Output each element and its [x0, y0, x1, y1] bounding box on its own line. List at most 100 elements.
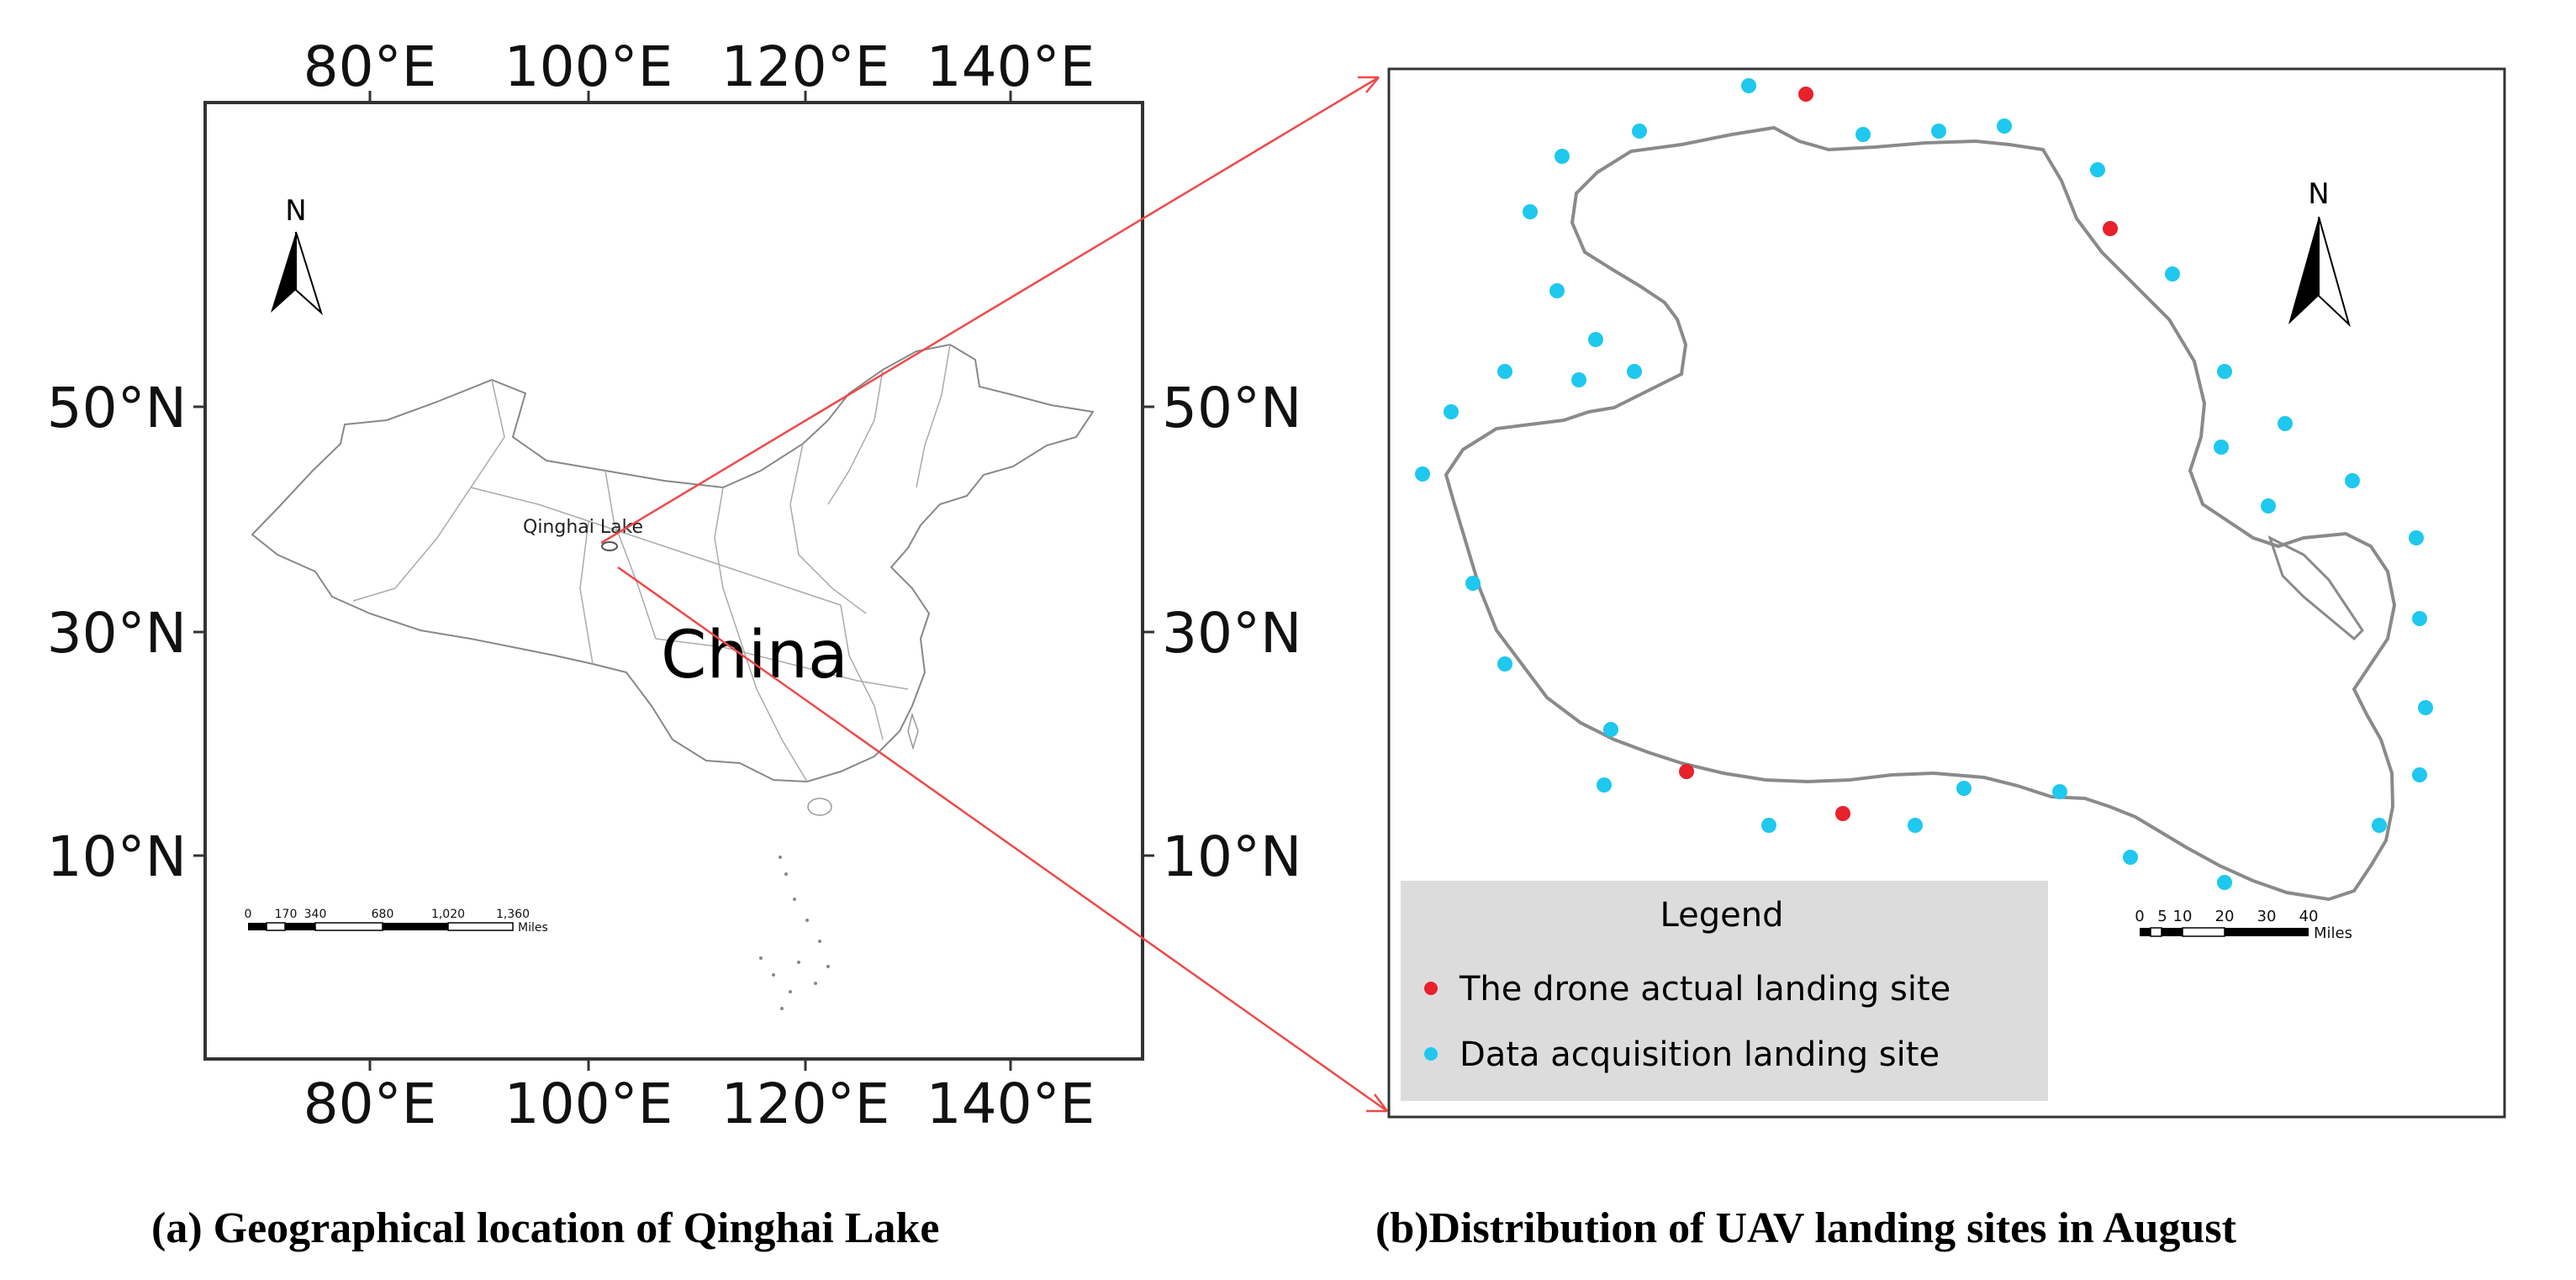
data-acquisition-landing-site — [1415, 466, 1430, 482]
scale-tick-label: 170 — [275, 908, 298, 921]
scale-bar-a: 0 170 340 680 1,020 1,360 Miles — [245, 908, 548, 935]
data-acquisition-landing-site — [1588, 332, 1603, 347]
legend-item-data: Data acquisition landing site — [1460, 1035, 1940, 1074]
data-acquisition-landing-site — [1444, 404, 1459, 419]
top-lon-label-140: 140°E — [926, 34, 1095, 99]
data-acquisition-landing-site — [2214, 440, 2229, 455]
data-acquisition-landing-site — [1956, 781, 1972, 796]
data-acquisition-landing-site — [1627, 364, 1642, 379]
north-label-a: N — [285, 194, 306, 228]
data-acquisition-landing-site — [2261, 498, 2276, 514]
data-acquisition-landing-site — [2278, 416, 2293, 431]
right-lat-label-10: 10°N — [1162, 824, 1301, 889]
drone-landing-site — [1835, 806, 1850, 821]
left-lat-label-30: 30°N — [47, 601, 187, 666]
legend-background — [1401, 881, 2048, 1101]
scale-tick-label: 10 — [2173, 908, 2193, 925]
scale-tick-label: 30 — [2257, 908, 2277, 925]
panel-a-map: 80°E 100°E 120°E 140°E 50°N 30°N 10°N 50… — [47, 34, 1302, 1252]
data-acquisition-landing-site — [1523, 204, 1538, 219]
scale-tick-label: 680 — [372, 908, 394, 921]
data-acquisition-landing-site — [1497, 656, 1512, 672]
zoom-connectors — [600, 76, 1388, 1113]
scale-tick-label: 1,020 — [431, 908, 465, 921]
bottom-lon-label-100: 100°E — [504, 1072, 673, 1136]
panel-b-map: N Legend The drone actual landing site D… — [1375, 67, 2506, 1252]
north-arrow-a: N — [271, 194, 324, 316]
legend-title: Legend — [1660, 896, 1784, 935]
data-acquisition-landing-site — [1597, 777, 1612, 793]
scale-tick-label: 0 — [245, 908, 252, 921]
north-arrow-right-half — [295, 231, 324, 316]
bottom-lon-label-140: 140°E — [926, 1072, 1095, 1136]
scale-tick-label: 40 — [2299, 908, 2319, 925]
china-outline — [251, 343, 1095, 783]
qinghai-lake-label: Qinghai Lake — [523, 517, 643, 538]
lake-shoreline — [1444, 125, 2397, 902]
panel-a-frame — [203, 101, 1144, 1061]
scale-bar-b: 0 5 10 20 30 40 Miles — [2135, 908, 2352, 942]
scale-tick-label: 1,360 — [496, 908, 530, 921]
data-acquisition-landing-site — [1465, 576, 1481, 591]
legend-item-drone: The drone actual landing site — [1459, 970, 1950, 1009]
top-lon-label-80: 80°E — [304, 34, 437, 99]
data-acquisition-landing-site — [1603, 722, 1618, 737]
north-arrow-left-half — [271, 232, 296, 313]
south-china-sea-islands — [759, 856, 830, 1010]
qinghai-lake-marker — [601, 541, 618, 551]
data-acquisition-landing-site — [2372, 818, 2387, 833]
top-lon-label-120: 120°E — [721, 34, 890, 99]
landing-sites — [1415, 78, 2433, 890]
legend-marker-data — [1424, 1047, 1438, 1061]
data-acquisition-landing-site — [1908, 818, 1923, 833]
province-borders — [352, 344, 951, 782]
hainan-island — [807, 798, 832, 816]
data-acquisition-landing-site — [1549, 283, 1565, 298]
data-acquisition-landing-site — [1555, 149, 1570, 164]
data-acquisition-landing-site — [1497, 364, 1512, 379]
data-acquisition-landing-site — [1571, 372, 1586, 387]
data-acquisition-landing-site — [1931, 124, 1946, 139]
data-acquisition-landing-site — [2217, 875, 2232, 890]
scale-unit-b: Miles — [2314, 924, 2352, 942]
north-label-b: N — [2308, 177, 2329, 211]
right-lat-label-30: 30°N — [1162, 601, 1301, 666]
data-acquisition-landing-site — [2412, 767, 2427, 782]
data-acquisition-landing-site — [1741, 78, 1756, 93]
top-lon-label-100: 100°E — [504, 34, 673, 99]
north-arrow-right-half — [2318, 216, 2351, 328]
left-lat-label-10: 10°N — [47, 824, 187, 889]
scale-unit-a: Miles — [518, 921, 548, 935]
data-acquisition-landing-site — [2409, 530, 2424, 545]
drone-landing-site — [1679, 764, 1694, 779]
connector-bottom — [617, 566, 1388, 1113]
china-label: China — [661, 618, 848, 693]
scale-tick-label: 5 — [2157, 908, 2167, 925]
caption-b: (b)Distribution of UAV landing sites in … — [1375, 1204, 2237, 1252]
data-acquisition-landing-site — [2052, 784, 2067, 799]
scale-tick-label: 0 — [2135, 908, 2144, 925]
north-arrow-b: N — [2288, 177, 2351, 328]
bottom-lon-label-80: 80°E — [304, 1072, 437, 1136]
scale-tick-label: 20 — [2215, 908, 2235, 925]
bottom-lon-label-120: 120°E — [721, 1072, 890, 1136]
drone-landing-site — [2103, 221, 2118, 236]
connector-top — [600, 76, 1380, 545]
scale-tick-label: 340 — [304, 908, 327, 921]
data-acquisition-landing-site — [2090, 162, 2105, 177]
connector-top-arrowhead — [1358, 76, 1380, 93]
left-lat-label-50: 50°N — [47, 376, 187, 440]
caption-a: (a) Geographical location of Qinghai Lak… — [151, 1204, 939, 1252]
data-acquisition-landing-site — [2217, 364, 2232, 379]
taiwan-island — [907, 712, 919, 751]
connector-bottom-arrowhead — [1366, 1093, 1388, 1113]
data-acquisition-landing-site — [2418, 700, 2433, 715]
data-acquisition-landing-site — [1632, 124, 1647, 139]
legend-marker-drone — [1424, 982, 1438, 995]
data-acquisition-landing-site — [2412, 611, 2427, 626]
data-acquisition-landing-site — [2345, 473, 2360, 488]
drone-landing-site — [1798, 87, 1813, 102]
right-lat-label-50: 50°N — [1162, 376, 1301, 440]
sub-lake — [2267, 535, 2364, 641]
